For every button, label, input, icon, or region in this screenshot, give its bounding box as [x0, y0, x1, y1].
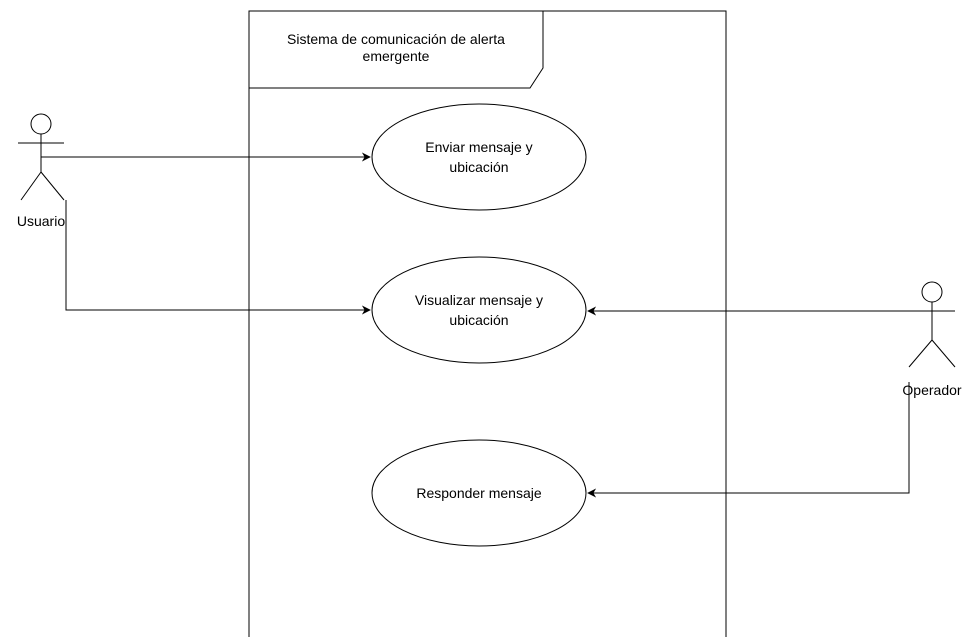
use-case-visualizar-line2: ubicación [449, 312, 509, 328]
use-case-responder-text: Responder mensaje [416, 485, 542, 501]
association-operador-responder[interactable] [587, 382, 910, 498]
use-case-visualizar-line1: Visualizar mensaje y [414, 292, 544, 308]
system-title-line2: emergente [362, 48, 430, 64]
use-case-responder[interactable] [371, 439, 587, 547]
use-case-visualizar[interactable] [371, 256, 587, 364]
actor-usuario-head [30, 113, 52, 135]
actor-operador-head [921, 281, 943, 303]
use-case-visualizar-label: Visualizar mensaje y ubicación [380, 290, 578, 330]
use-case-enviar-line1: Enviar mensaje y [425, 139, 533, 155]
association-usuario-visualizar[interactable] [65, 200, 371, 315]
use-case-enviar-label: Enviar mensaje y ubicación [380, 137, 578, 177]
use-case-responder-label: Responder mensaje [380, 483, 578, 503]
actor-usuario-figure[interactable] [18, 113, 65, 201]
actor-operador-label: Operador [902, 382, 962, 398]
system-title-line1: Sistema de comunicación de alerta [287, 31, 505, 47]
system-title-tab [249, 10, 544, 89]
use-case-enviar-line2: ubicación [449, 159, 509, 175]
actor-operador-figure[interactable] [908, 281, 956, 368]
system-title: Sistema de comunicación de alerta emerge… [249, 31, 543, 65]
use-case-enviar[interactable] [371, 103, 587, 211]
actor-usuario-label: Usuario [16, 213, 66, 229]
